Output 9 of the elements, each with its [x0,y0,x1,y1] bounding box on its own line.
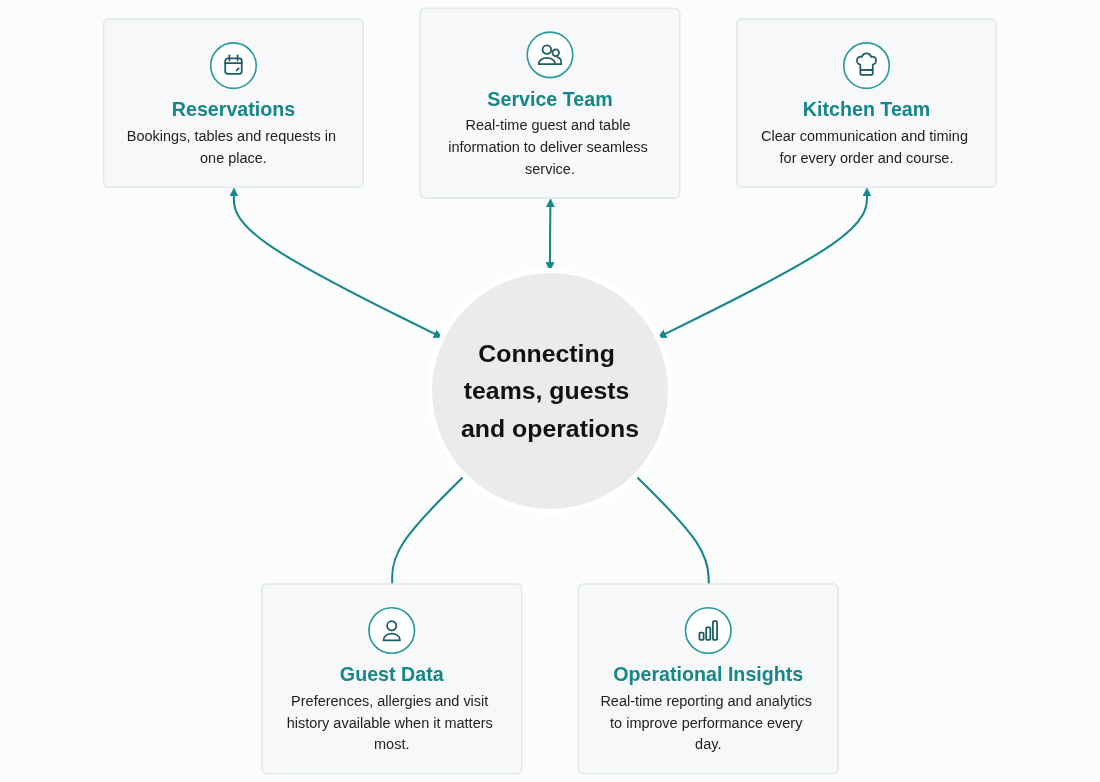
connector-line [634,475,710,585]
connector-line [391,475,466,585]
info-card: Kitchen Team Clear communication and timing for every order and course. [736,18,997,188]
double-arrow [229,187,443,338]
info-card: Guest Data Preferences, allergies and visit history available when it matters most. [261,583,523,775]
info-card: Service Team Real-time guest and table information to deliver seamless service. [419,7,681,199]
double-arrow [657,187,872,338]
info-card: Reservations Bookings, tables and requests in one place. [103,18,364,188]
info-card: Operational Insights Real-time reporting and analytics to improve performance every day. [577,583,839,775]
